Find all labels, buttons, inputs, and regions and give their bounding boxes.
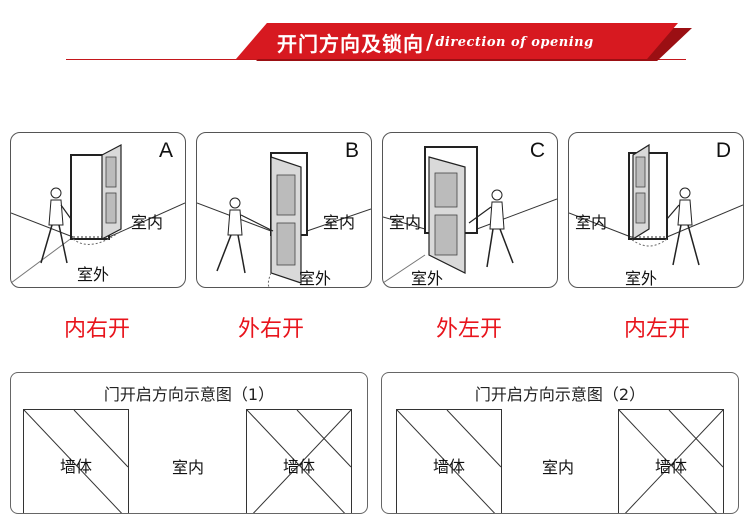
wall-block-right: 墙体: [246, 409, 352, 514]
door-panel-a: A 室内 室外: [10, 132, 186, 288]
caption-outward-left: 外左开: [382, 311, 556, 343]
outdoor-label: 室外: [411, 265, 443, 288]
diagram-title: 门开启方向示意图（1）: [11, 381, 367, 405]
door-panel-d: D 室内 室外: [568, 132, 744, 288]
wall-label: 墙体: [397, 453, 501, 477]
panel-letter: C: [530, 139, 545, 163]
panel-letter: B: [345, 139, 359, 163]
indoor-label: 室内: [131, 209, 163, 233]
caption-inward-left: 内左开: [570, 311, 744, 343]
opening-diagram-2: 门开启方向示意图（2） 墙体 室内 墙体: [381, 372, 739, 514]
wall-label: 墙体: [24, 453, 128, 477]
caption-inward-right: 内右开: [10, 311, 184, 343]
indoor-label: 室内: [575, 209, 607, 233]
room-label: 室内: [542, 454, 574, 478]
wall-label: 墙体: [619, 453, 723, 477]
door-panel-b: B 室内 室外: [196, 132, 372, 288]
outdoor-label: 室外: [625, 265, 657, 288]
indoor-label: 室内: [389, 209, 421, 233]
diagram-title: 门开启方向示意图（2）: [382, 381, 738, 405]
opening-diagram-1: 门开启方向示意图（1） 墙体 室内 墙体: [10, 372, 368, 514]
wall-block-right: 墙体: [618, 409, 724, 514]
title-english: direction of opening: [435, 35, 593, 50]
door-panel-c: C 室内 室外: [382, 132, 558, 288]
title-chinese: 开门方向及锁向: [277, 28, 424, 57]
indoor-label: 室内: [323, 209, 355, 233]
outdoor-label: 室外: [299, 265, 331, 288]
panel-letter: A: [159, 139, 173, 163]
title-separator: /: [426, 30, 433, 54]
wall-label: 墙体: [247, 453, 351, 477]
wall-block-left: 墙体: [396, 409, 502, 514]
outdoor-label: 室外: [77, 261, 109, 285]
page-title: 开门方向及锁向 / direction of opening: [277, 27, 594, 57]
panel-letter: D: [716, 139, 731, 163]
wall-block-left: 墙体: [23, 409, 129, 514]
room-label: 室内: [172, 454, 204, 478]
caption-outward-right: 外右开: [184, 311, 358, 343]
